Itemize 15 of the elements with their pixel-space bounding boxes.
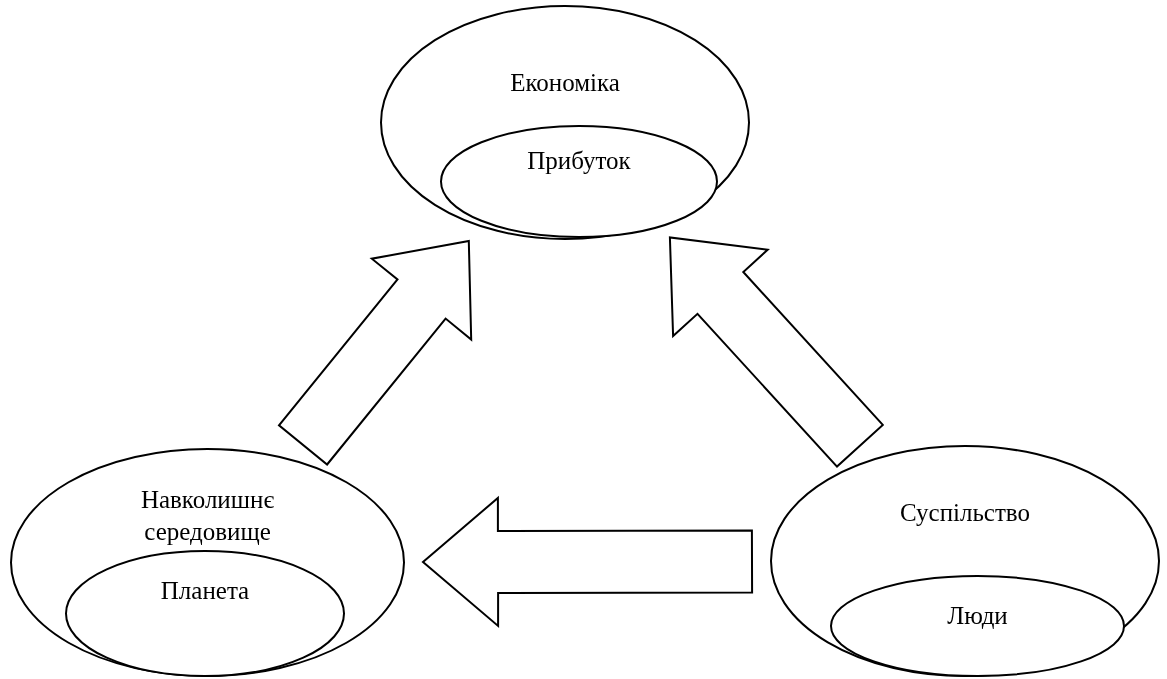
node-label: Суспільство <box>899 498 1031 528</box>
node-label: Планета <box>159 576 251 606</box>
ellipse-node <box>10 448 405 677</box>
block-arrow <box>277 239 473 466</box>
node-label: Люди <box>946 601 1009 631</box>
node-label: Прибуток <box>526 146 632 176</box>
node-label: Навколишнє середовище <box>139 485 276 547</box>
block-arrow <box>668 236 885 468</box>
ellipse-node <box>830 575 1125 677</box>
ellipse-node <box>65 550 345 677</box>
ellipse-node <box>440 125 718 238</box>
ellipse-node <box>770 445 1160 677</box>
ellipse-node <box>380 5 750 240</box>
block-arrow <box>421 495 754 629</box>
node-label: Економіка <box>509 68 621 98</box>
